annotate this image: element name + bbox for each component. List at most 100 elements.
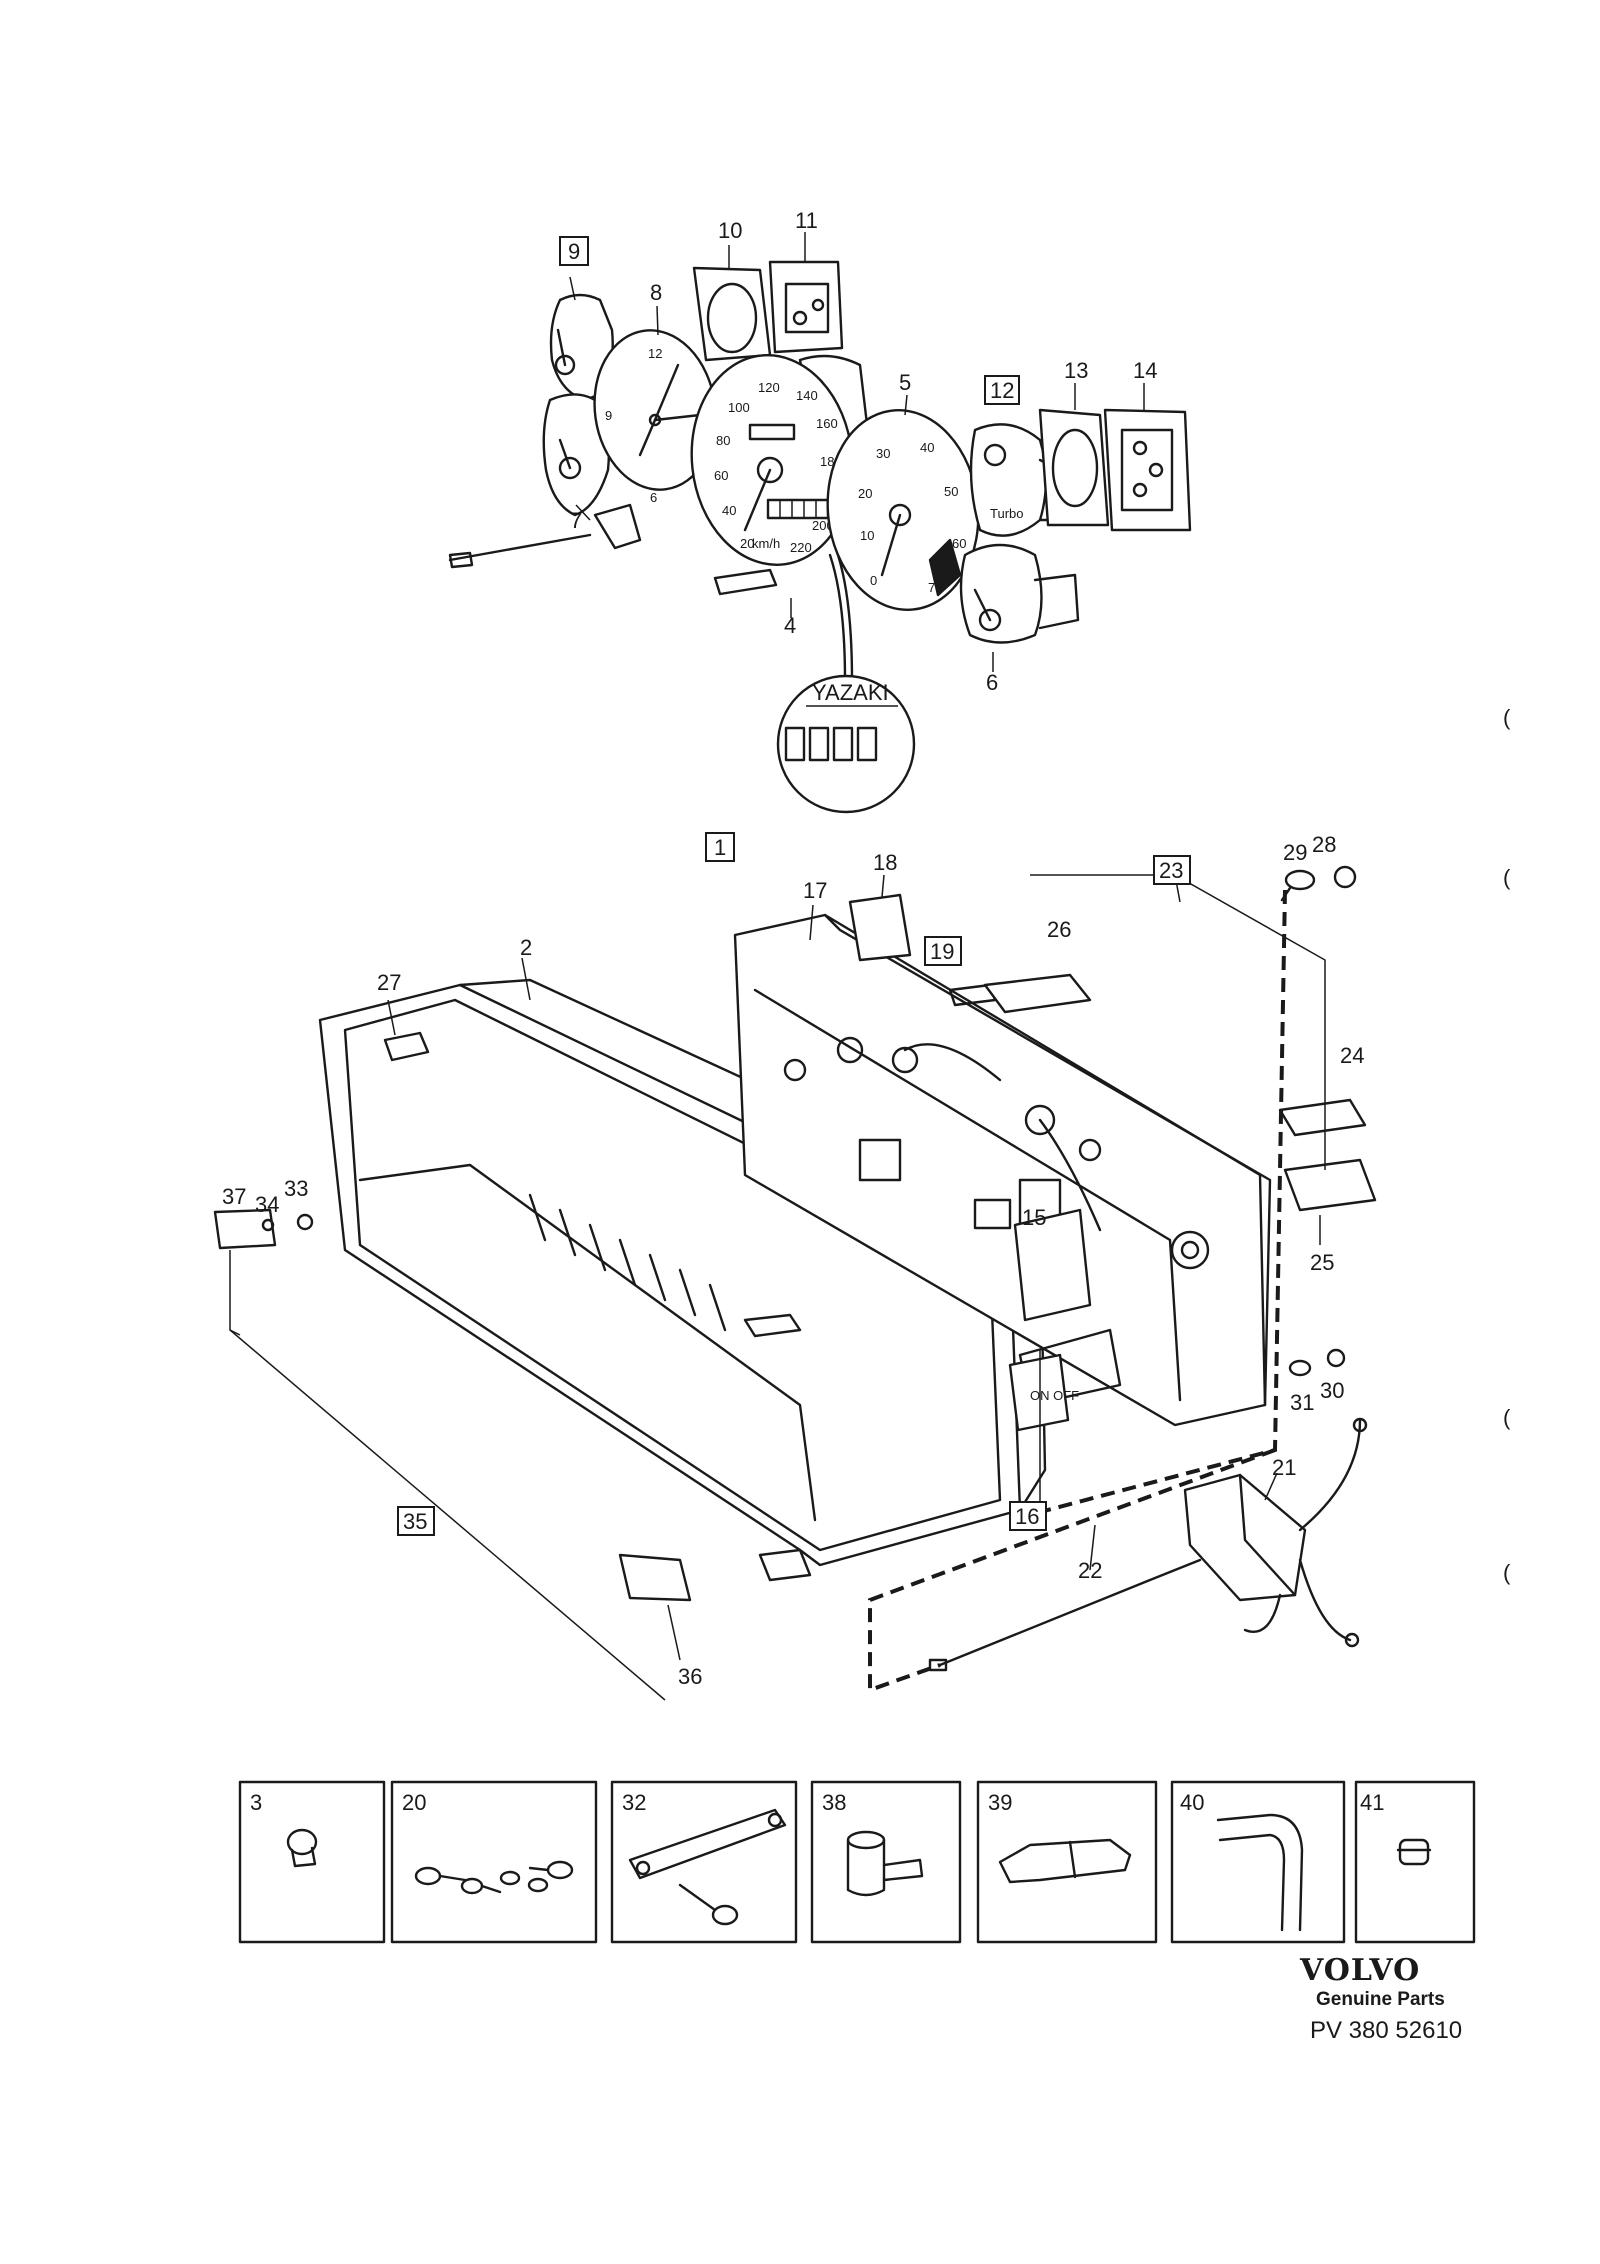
plug-icon: [286, 1828, 318, 1856]
label-5: 5: [899, 370, 911, 395]
screws-icon: [414, 1860, 574, 1895]
hose-icon: [1216, 1813, 1304, 1932]
screw-34: [261, 1218, 275, 1232]
speedo-100: 100: [728, 400, 750, 415]
box-label-16: [1009, 1501, 1047, 1531]
tacho-30: 30: [876, 446, 890, 461]
bezel-frame-11: [768, 260, 844, 354]
gauge-6: [959, 543, 1080, 644]
label-12: 12: [990, 378, 1014, 403]
nut-33: [296, 1213, 314, 1231]
panel-20-number: 20: [402, 1790, 426, 1815]
cover-plate-36: [618, 1553, 692, 1602]
small-gauge-pair-9: [542, 293, 642, 550]
bulb-30-31: [1288, 1348, 1346, 1377]
bulbholder-24: [1278, 1098, 1367, 1137]
panel-3: 3: [238, 1780, 386, 1944]
panel-38: 38: [810, 1780, 962, 1944]
speedo-60: 60: [714, 468, 728, 483]
label-17: 17: [803, 878, 827, 903]
footer-code: PV 380 52610: [1310, 2017, 1462, 2044]
tacho-70: 70: [928, 580, 942, 595]
label-6: 6: [986, 670, 998, 695]
tacho-50: 50: [944, 484, 958, 499]
bracket-screw-icon: [628, 1808, 787, 1926]
label-13: 13: [1064, 358, 1088, 383]
box-label-12: [984, 375, 1020, 405]
speedo-140: 140: [796, 388, 818, 403]
label-22: 22: [1078, 1558, 1102, 1583]
label-28: 28: [1312, 832, 1336, 857]
yazaki-detail: YAZAKI: [776, 674, 916, 814]
clock-num-9: 9: [605, 408, 612, 423]
label-19: 19: [930, 939, 954, 964]
speedo-unit: km/h: [752, 536, 780, 551]
speedometer-face-4: 20 40 60 80 100 120 140 160 180 200 220 …: [690, 354, 854, 566]
margin-mark-4: (: [1503, 1560, 1511, 1585]
speedo-220: 220: [790, 540, 812, 555]
panel-32-number: 32: [622, 1790, 646, 1815]
panel-41: 41: [1354, 1780, 1476, 1944]
tacho-40: 40: [920, 440, 934, 455]
panel-39: 39: [976, 1780, 1158, 1944]
margin-marks: ( ( ( (: [1503, 705, 1511, 1585]
bulbholder-26: [983, 973, 1092, 1014]
label-21: 21: [1272, 1455, 1296, 1480]
box-label-19: [924, 936, 962, 966]
label-33: 33: [284, 1176, 308, 1201]
bracket-18: [848, 893, 912, 962]
label-11: 11: [795, 208, 818, 233]
margin-mark-3: (: [1503, 1405, 1511, 1430]
clock-num-12: 12: [648, 346, 662, 361]
label-31: 31: [1290, 1390, 1314, 1415]
label-36: 36: [678, 1664, 702, 1689]
yazaki-label: YAZAKI: [812, 680, 889, 705]
box-label-9: [559, 236, 589, 266]
label-30: 30: [1320, 1378, 1344, 1403]
clip-icon: [1396, 1838, 1432, 1866]
speedo-160: 160: [816, 416, 838, 431]
label-8: 8: [650, 280, 662, 305]
label-2: 2: [520, 935, 532, 960]
bezel-frame-10: [692, 266, 772, 362]
footer: VOLVO Genuine Parts PV 380 52610: [1299, 1953, 1462, 2044]
label-15: 15: [1022, 1205, 1046, 1230]
label-10: 10: [718, 218, 742, 243]
panel-32: 32: [610, 1780, 798, 1944]
label-4: 4: [784, 613, 796, 638]
label-24: 24: [1340, 1043, 1364, 1068]
panel-3-number: 3: [250, 1790, 262, 1815]
label-35: 35: [403, 1509, 427, 1534]
tacho-0: 0: [870, 573, 877, 588]
tacho-60: 60: [952, 536, 966, 551]
bezel-frame-14: [1103, 408, 1192, 532]
box-label-35: [397, 1506, 435, 1536]
label-16: 16: [1015, 1504, 1039, 1529]
panel-20: 20: [390, 1780, 598, 1944]
switch-16: ON OFF: [1008, 1353, 1079, 1432]
sleeve-icon: [998, 1838, 1132, 1884]
margin-mark-1: (: [1503, 705, 1511, 730]
cable-22: [938, 1558, 1202, 1667]
margin-mark-2: (: [1503, 865, 1511, 890]
fitting-icon: [846, 1830, 924, 1897]
label-14: 14: [1133, 358, 1157, 383]
speedo-120: 120: [758, 380, 780, 395]
label-34: 34: [255, 1192, 279, 1217]
reset-rod-7: [448, 533, 592, 562]
bulbholder-25: [1283, 1158, 1377, 1212]
label-23: 23: [1159, 858, 1183, 883]
panel-38-number: 38: [822, 1790, 846, 1815]
label-27: 27: [377, 970, 401, 995]
accessory-panels: 3 20 32: [238, 1780, 1476, 1944]
label-7: 7: [570, 508, 582, 533]
turbo-text: Turbo: [990, 506, 1023, 521]
lower-assembly-group: ON OFF: [213, 832, 1377, 1701]
label-26: 26: [1047, 917, 1071, 942]
panel-40-number: 40: [1180, 1790, 1204, 1815]
tacho-10: 10: [860, 528, 874, 543]
speedo-80: 80: [716, 433, 730, 448]
brand-logo: VOLVO: [1299, 1953, 1420, 1988]
module-15: [1013, 1208, 1092, 1322]
